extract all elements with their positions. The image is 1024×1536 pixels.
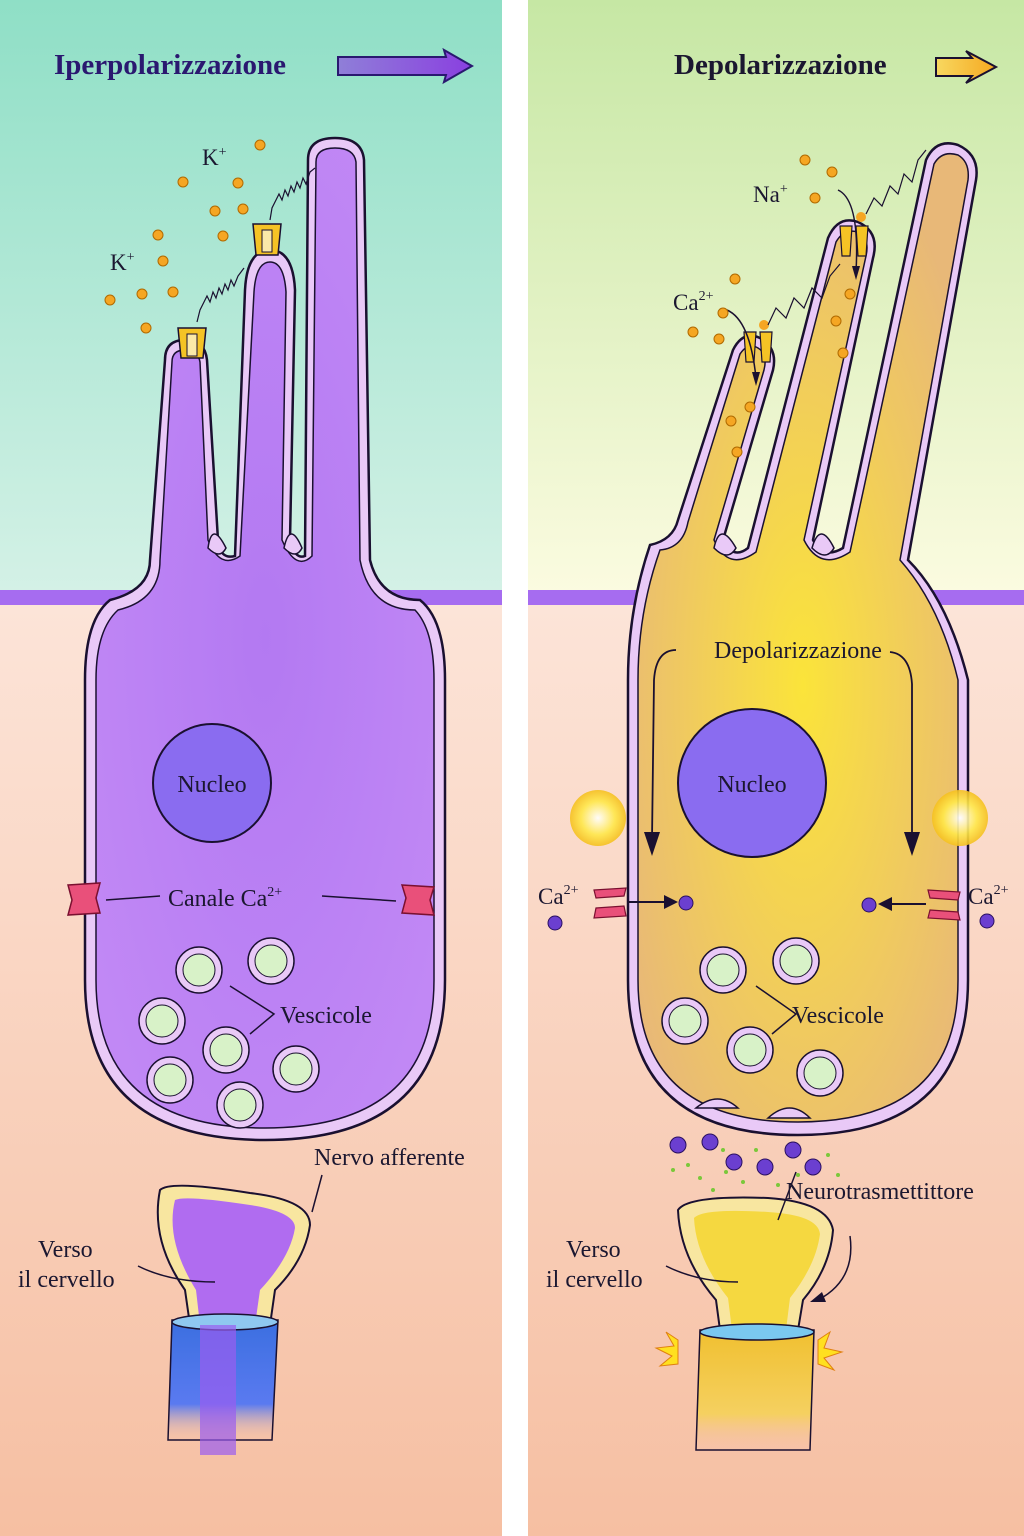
leader-line (105, 895, 161, 901)
signal-arrow-icon (817, 1235, 852, 1301)
nerve-myelin-sheath (695, 1323, 815, 1451)
neurotransmitter-label: Neurotrasmettittore (786, 1179, 974, 1205)
tip-link-spring (196, 267, 245, 323)
vesicles-label: Vescicole (792, 1003, 884, 1029)
potassium-label: K+ (110, 250, 135, 275)
leader-line (321, 895, 397, 902)
depolarization-flash-icon (570, 790, 626, 846)
exocytosis-sites (693, 1098, 812, 1119)
panel-title: Depolarizzazione (674, 49, 887, 81)
vesicle (796, 1049, 844, 1097)
spread-arrow-icon (651, 649, 677, 841)
cation-channel-open-icon (839, 212, 869, 257)
hair-cell (626, 142, 978, 1137)
synaptic-vesicles (138, 937, 320, 1129)
leader-line (229, 985, 276, 1035)
calcium-channel-icon (67, 882, 101, 916)
released-calcium-ions (669, 1133, 822, 1176)
nucleus-label: Nucleo (717, 772, 786, 798)
calcium-channel-icon (400, 884, 435, 916)
vesicle (216, 1081, 264, 1129)
neurotransmitter-particles (671, 1148, 840, 1192)
afferent-nerve-terminal (156, 1184, 312, 1326)
nerve-flash-icon (654, 1330, 844, 1372)
vesicle (772, 937, 820, 985)
cation-ions (687, 154, 856, 458)
vesicles-label: Vescicole (280, 1003, 372, 1029)
to-brain-label-line1: Verso (566, 1237, 621, 1263)
vesicle (146, 1056, 194, 1104)
panel-title: Iperpolarizzazione (54, 49, 286, 81)
hyperpolarization-illustration: Iperpolarizzazione K+ K+ N (0, 0, 502, 1536)
vesicle (661, 997, 709, 1045)
nucleus (677, 708, 827, 858)
leader-line (777, 1171, 797, 1221)
leader-line (665, 1265, 739, 1283)
calcium-label: Ca2+ (968, 883, 1009, 909)
nucleus-label: Nucleo (177, 772, 246, 798)
potassium-channel-icon (252, 223, 282, 256)
afferent-nerve-terminal (676, 1196, 835, 1331)
calcium-ion-label: Ca2+ (673, 289, 714, 315)
depolarization-panel: Depolarizzazione (528, 0, 1024, 1536)
influx-arrow-icon (726, 309, 757, 379)
calcium-ions (547, 895, 995, 931)
to-brain-label-line1: Verso (38, 1237, 93, 1263)
leader-line (755, 985, 798, 1035)
tip-link-spring (767, 263, 841, 326)
hyperpolarization-arrow-icon (337, 47, 475, 85)
vesicle (272, 1045, 320, 1093)
calcium-label: Ca2+ (538, 883, 579, 909)
nerve-myelin-sheath (167, 1313, 279, 1455)
leader-line (137, 1265, 216, 1283)
vesicle (726, 1026, 774, 1074)
to-brain-label-line2: il cervello (18, 1267, 115, 1293)
depolarization-arrow-icon (935, 50, 999, 84)
calcium-channel-open-icon (927, 889, 961, 921)
leader-line (311, 1174, 323, 1213)
tip-link-spring (865, 149, 927, 215)
hyperpolarization-panel: Iperpolarizzazione K+ K+ N (0, 0, 502, 1536)
calcium-channel-label: Canale Ca2+ (168, 885, 282, 912)
depolarization-label: Depolarizzazione (714, 638, 882, 664)
potassium-label: K+ (202, 145, 227, 170)
afferent-nerve-label: Nervo afferente (314, 1145, 465, 1171)
vesicle (247, 937, 295, 985)
potassium-channel-icon (177, 327, 207, 359)
calcium-channel-open-icon (593, 887, 627, 919)
vesicle (202, 1026, 250, 1074)
to-brain-label-line2: il cervello (546, 1267, 643, 1293)
depolarization-illustration: Depolarizzazione (528, 0, 1024, 1536)
vesicle (175, 946, 223, 994)
potassium-ions (104, 139, 266, 334)
depolarization-flash-icon (932, 790, 988, 846)
vesicle (699, 946, 747, 994)
vesicle (138, 997, 186, 1045)
hair-cell (83, 136, 447, 1142)
influx-arrow-icon (837, 189, 858, 273)
spread-arrow-icon (889, 651, 913, 840)
sodium-label: Na+ (753, 182, 788, 207)
nucleus (152, 723, 272, 843)
tip-link-spring (269, 167, 316, 221)
synaptic-vesicles (661, 937, 844, 1097)
